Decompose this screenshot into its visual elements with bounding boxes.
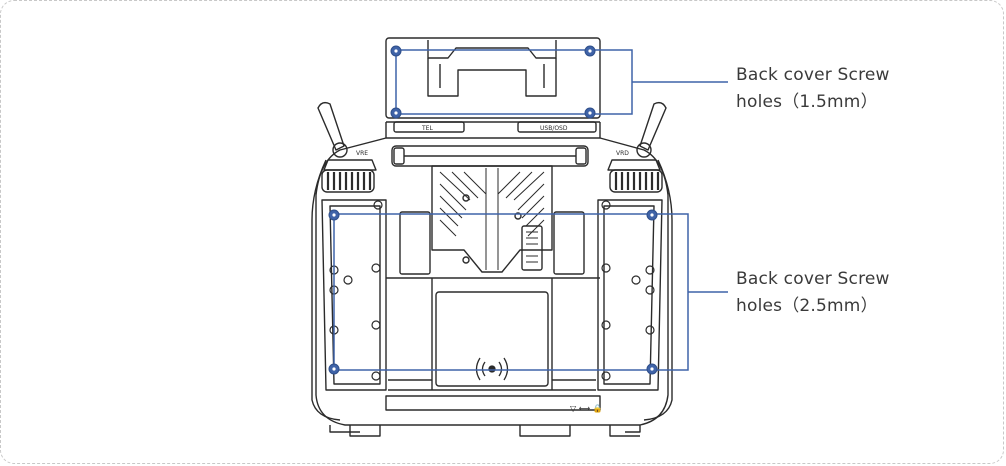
tel-label: TEL xyxy=(421,125,433,132)
battery-door xyxy=(435,291,549,387)
screw-group-top-outline xyxy=(395,49,633,115)
callout-label-2-5mm-line1: Back cover Screw xyxy=(736,269,890,289)
callout-label-2-5mm: Back cover Screw holes（2.5mm） xyxy=(736,266,890,320)
left-side-panel xyxy=(321,199,387,391)
controller-body xyxy=(311,122,673,437)
wireless-signal-icon xyxy=(475,357,509,381)
vrd-label: VRD xyxy=(616,150,629,157)
cooling-fin-area xyxy=(431,165,553,273)
left-gimbal-stick xyxy=(317,101,377,171)
right-scroll-wheel xyxy=(609,169,663,193)
usb-osd-label: USB/OSD xyxy=(540,125,568,132)
vre-label: VRE xyxy=(356,150,368,157)
top-handle-panel xyxy=(385,37,601,123)
left-scroll-wheel xyxy=(321,169,375,193)
lock-symbol-label: ▽ ⟷ 🔒 xyxy=(570,404,603,413)
right-gimbal-stick xyxy=(607,101,667,171)
right-side-panel xyxy=(597,199,663,391)
callout-label-2-5mm-line2: holes（2.5mm） xyxy=(736,296,878,316)
top-label-plates xyxy=(393,121,597,133)
side-bolts xyxy=(329,200,655,381)
callout-label-1-5mm: Back cover Screw holes（1.5mm） xyxy=(736,62,890,116)
callout-label-1-5mm-line1: Back cover Screw xyxy=(736,65,890,85)
inner-bays xyxy=(386,211,600,390)
callout-label-1-5mm-line2: holes（1.5mm） xyxy=(736,92,878,112)
rear-handle-bar xyxy=(391,145,589,167)
lower-rails xyxy=(385,379,601,411)
